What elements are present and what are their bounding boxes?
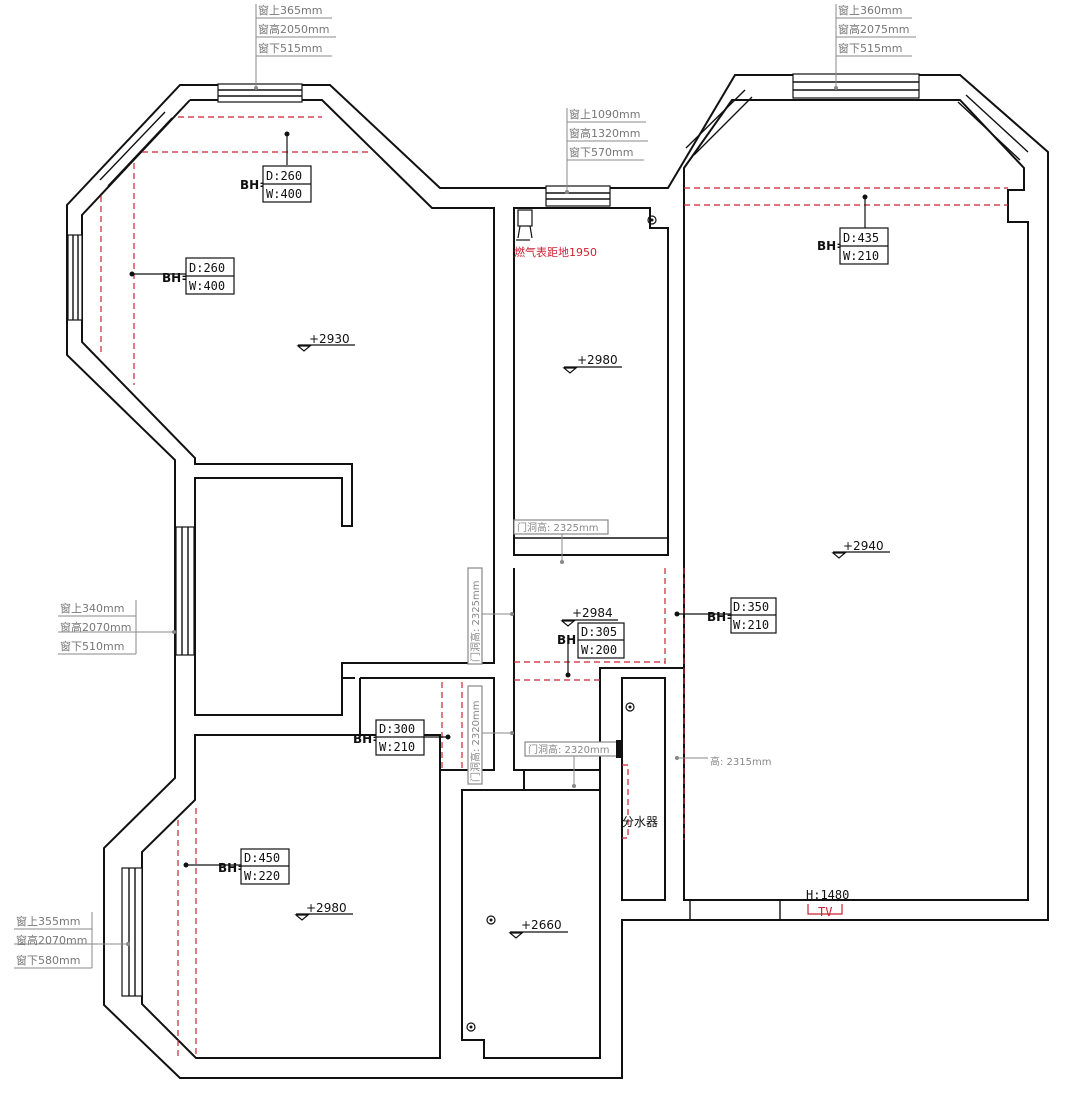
window-note: 窗上360mm 窗高2075mm 窗下515mm [834, 3, 916, 90]
svg-text:窗下570mm: 窗下570mm [569, 145, 633, 159]
windows-openings [67, 73, 1029, 997]
svg-text:BH=: BH= [707, 610, 736, 624]
door-note: 门洞高: 2325mm [513, 519, 609, 564]
svg-text:窗高2070mm: 窗高2070mm [16, 933, 87, 947]
gas-meter-icon [516, 209, 533, 241]
svg-text:D:305: D:305 [581, 625, 617, 639]
svg-text:窗下580mm: 窗下580mm [16, 953, 80, 967]
svg-text:窗上365mm: 窗上365mm [258, 3, 322, 17]
level-marker: +2980 [294, 901, 353, 921]
svg-text:门洞高: 2325mm: 门洞高: 2325mm [469, 581, 482, 662]
beam-label: BH= D:450 W:220 [183, 848, 290, 885]
door-note: 门洞高: 2325mm [467, 567, 514, 665]
level-marker: +2660 [508, 918, 568, 939]
svg-text:门洞高: 2320mm: 门洞高: 2320mm [528, 743, 609, 756]
level-marker: +2940 [831, 539, 890, 559]
beam-label: BH= D:300 W:210 [353, 719, 451, 756]
door-note: 高: 2315mm [675, 755, 771, 768]
window-note: 窗上340mm 窗高2070mm 窗下510mm [58, 600, 176, 655]
level-marker: +2984 [560, 606, 618, 627]
drain-icon [625, 702, 635, 712]
drain-icon [486, 915, 496, 925]
level-label: +2660 [521, 918, 562, 932]
window-note: 窗上1090mm 窗高1320mm 窗下570mm [565, 107, 648, 194]
level-label: +2930 [309, 332, 350, 346]
svg-text:D:260: D:260 [189, 261, 225, 275]
beam-label: BH= D:260 W:400 [129, 257, 235, 295]
level-label: +2940 [843, 539, 884, 553]
tv-label: TV [818, 905, 832, 919]
beam-label: BH= D:350 W:210 [674, 597, 777, 634]
drain-icon [647, 215, 657, 225]
level-marker: +2930 [296, 332, 355, 352]
beam-label: BH= D:305 W:200 [557, 622, 625, 678]
svg-text:BH=: BH= [162, 271, 191, 285]
svg-text:BH=: BH= [218, 861, 247, 875]
door-note: 门洞高: 2320mm [524, 740, 622, 788]
drain-icon [466, 1022, 476, 1032]
level-markers: +2930 +2980 +2940 +2984 +2980 +2660 [294, 332, 890, 939]
svg-text:W:210: W:210 [379, 740, 415, 754]
svg-text:窗上1090mm: 窗上1090mm [569, 107, 640, 121]
svg-text:高: 2315mm: 高: 2315mm [710, 755, 771, 768]
svg-text:D:300: D:300 [379, 722, 415, 736]
svg-text:D:260: D:260 [266, 169, 302, 183]
svg-text:窗上340mm: 窗上340mm [60, 601, 124, 615]
svg-text:窗上355mm: 窗上355mm [16, 914, 80, 928]
svg-text:窗下515mm: 窗下515mm [838, 41, 902, 55]
manifold-label: 分水器 [622, 815, 658, 829]
svg-text:W:200: W:200 [581, 643, 617, 657]
svg-text:窗上360mm: 窗上360mm [838, 3, 902, 17]
door-notes: 门洞高: 2325mm 门洞高: 2325mm 门洞高: 2320mm 门洞高:… [467, 519, 771, 788]
svg-text:窗高1320mm: 窗高1320mm [569, 126, 640, 140]
svg-text:窗高2050mm: 窗高2050mm [258, 22, 329, 36]
window-notes: 窗上365mm 窗高2050mm 窗下515mm 窗上360mm 窗高2075m… [14, 3, 916, 969]
level-marker: +2980 [562, 353, 622, 374]
window-note: 窗上355mm 窗高2070mm 窗下580mm [14, 912, 130, 969]
door-note: 门洞高: 2320mm [467, 685, 514, 785]
walls [66, 74, 1049, 1079]
svg-text:窗下515mm: 窗下515mm [258, 41, 322, 55]
svg-text:W:220: W:220 [244, 869, 280, 883]
svg-text:门洞高: 2325mm: 门洞高: 2325mm [517, 521, 598, 534]
level-label: +2980 [306, 901, 347, 915]
svg-text:W:210: W:210 [843, 249, 879, 263]
beam-label: BH= D:435 W:210 [817, 194, 889, 265]
gas-meter-note: 燃气表距地1950 [514, 245, 597, 259]
beam-labels: BH= D:260 W:400 BH= D:260 W:400 BH= D:43… [129, 131, 889, 885]
svg-text:D:350: D:350 [733, 600, 769, 614]
svg-text:BH=: BH= [240, 178, 269, 192]
svg-text:门洞高: 2320mm: 门洞高: 2320mm [469, 701, 482, 782]
svg-text:BH=: BH= [353, 732, 382, 746]
fixtures: 燃气表距地1950 分水器 H:1480 TV [466, 209, 849, 1032]
svg-text:D:450: D:450 [244, 851, 280, 865]
svg-text:窗高2070mm: 窗高2070mm [60, 620, 131, 634]
level-label: +2980 [577, 353, 618, 367]
tv-height-label: H:1480 [806, 888, 849, 902]
svg-text:W:210: W:210 [733, 618, 769, 632]
svg-text:D:435: D:435 [843, 231, 879, 245]
svg-text:BH=: BH= [817, 239, 846, 253]
beam-label: BH= D:260 W:400 [240, 131, 312, 203]
svg-text:窗下510mm: 窗下510mm [60, 639, 124, 653]
svg-text:W:400: W:400 [266, 187, 302, 201]
svg-text:窗高2075mm: 窗高2075mm [838, 22, 909, 36]
window-note: 窗上365mm 窗高2050mm 窗下515mm [254, 3, 336, 90]
svg-text:W:400: W:400 [189, 279, 225, 293]
level-label: +2984 [572, 606, 613, 620]
